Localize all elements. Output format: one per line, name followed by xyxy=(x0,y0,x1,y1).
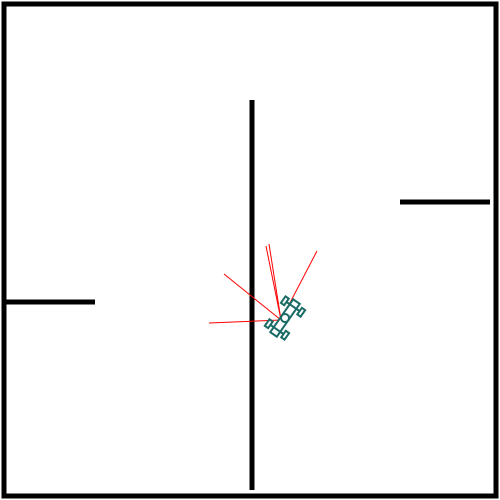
car-wheel-rl xyxy=(279,294,291,307)
car-icon xyxy=(263,294,307,342)
car-wheel-fr xyxy=(279,329,291,342)
sensor-ray-3 xyxy=(265,245,282,321)
sensor-ray-2 xyxy=(223,273,282,321)
car-rear-axle xyxy=(285,300,301,313)
car-hub xyxy=(280,313,290,323)
sensor-ray-4 xyxy=(268,243,282,321)
car-wheel-fl xyxy=(263,317,275,330)
car-wheel-rr xyxy=(295,306,307,319)
car-front-axle xyxy=(269,323,285,336)
